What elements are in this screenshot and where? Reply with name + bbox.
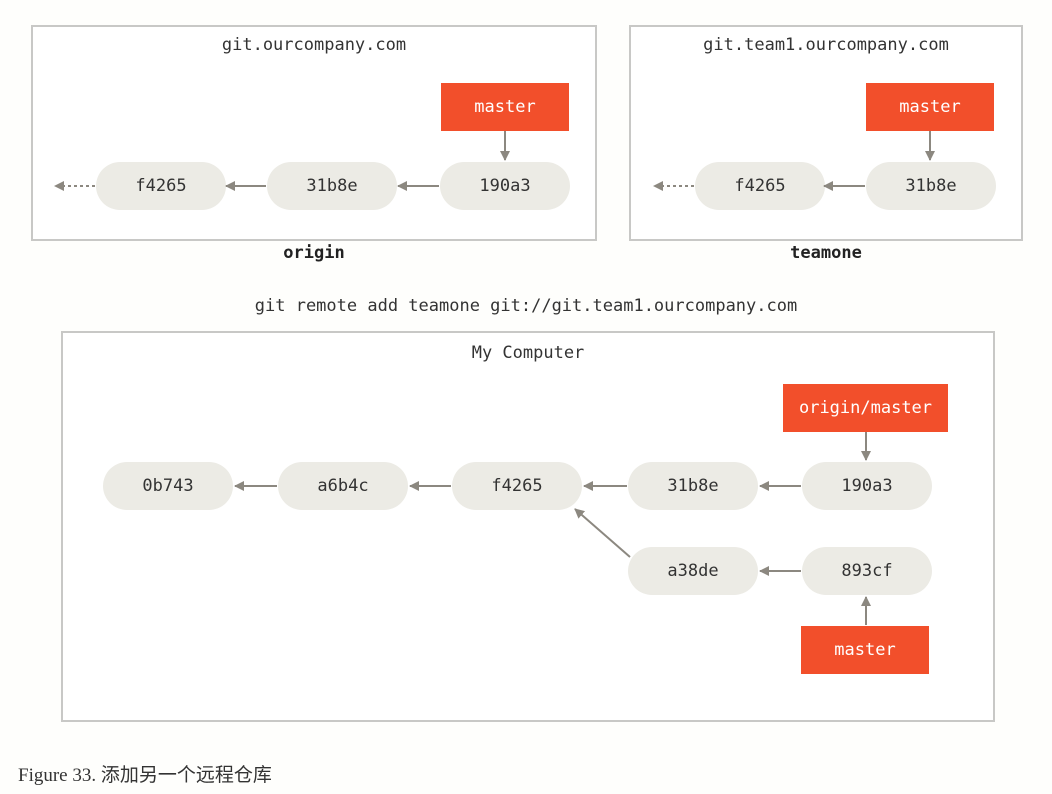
local-commit-f4265: f4265 <box>452 462 582 510</box>
arrow-a38de-f4265 <box>574 508 631 558</box>
origin-commit-190a3: 190a3 <box>440 162 570 210</box>
local-commit-a38de: a38de <box>628 547 758 595</box>
local-commit-a6b4c: a6b4c <box>278 462 408 510</box>
local-commit-31b8e: 31b8e <box>628 462 758 510</box>
local-master-ref: master <box>801 626 929 674</box>
my-computer-title: My Computer <box>471 343 585 363</box>
teamone-commit-31b8e: 31b8e <box>866 162 996 210</box>
teamone-host: git.team1.ourcompany.com <box>703 35 949 55</box>
origin-master-remote-ref: origin/master <box>783 384 948 432</box>
local-commit-0b743: 0b743 <box>103 462 233 510</box>
teamone-label: teamone <box>790 243 862 263</box>
origin-master-ref: master <box>441 83 569 131</box>
local-commit-893cf: 893cf <box>802 547 932 595</box>
origin-commit-f4265: f4265 <box>96 162 226 210</box>
local-commit-190a3: 190a3 <box>802 462 932 510</box>
teamone-commit-f4265: f4265 <box>695 162 825 210</box>
origin-label: origin <box>283 243 345 263</box>
origin-host: git.ourcompany.com <box>221 35 407 55</box>
figure-caption: Figure 33. 添加另一个远程仓库 <box>18 765 272 786</box>
teamone-master-ref: master <box>866 83 994 131</box>
git-command: git remote add teamone git://git.team1.o… <box>254 296 798 316</box>
origin-commit-31b8e: 31b8e <box>267 162 397 210</box>
